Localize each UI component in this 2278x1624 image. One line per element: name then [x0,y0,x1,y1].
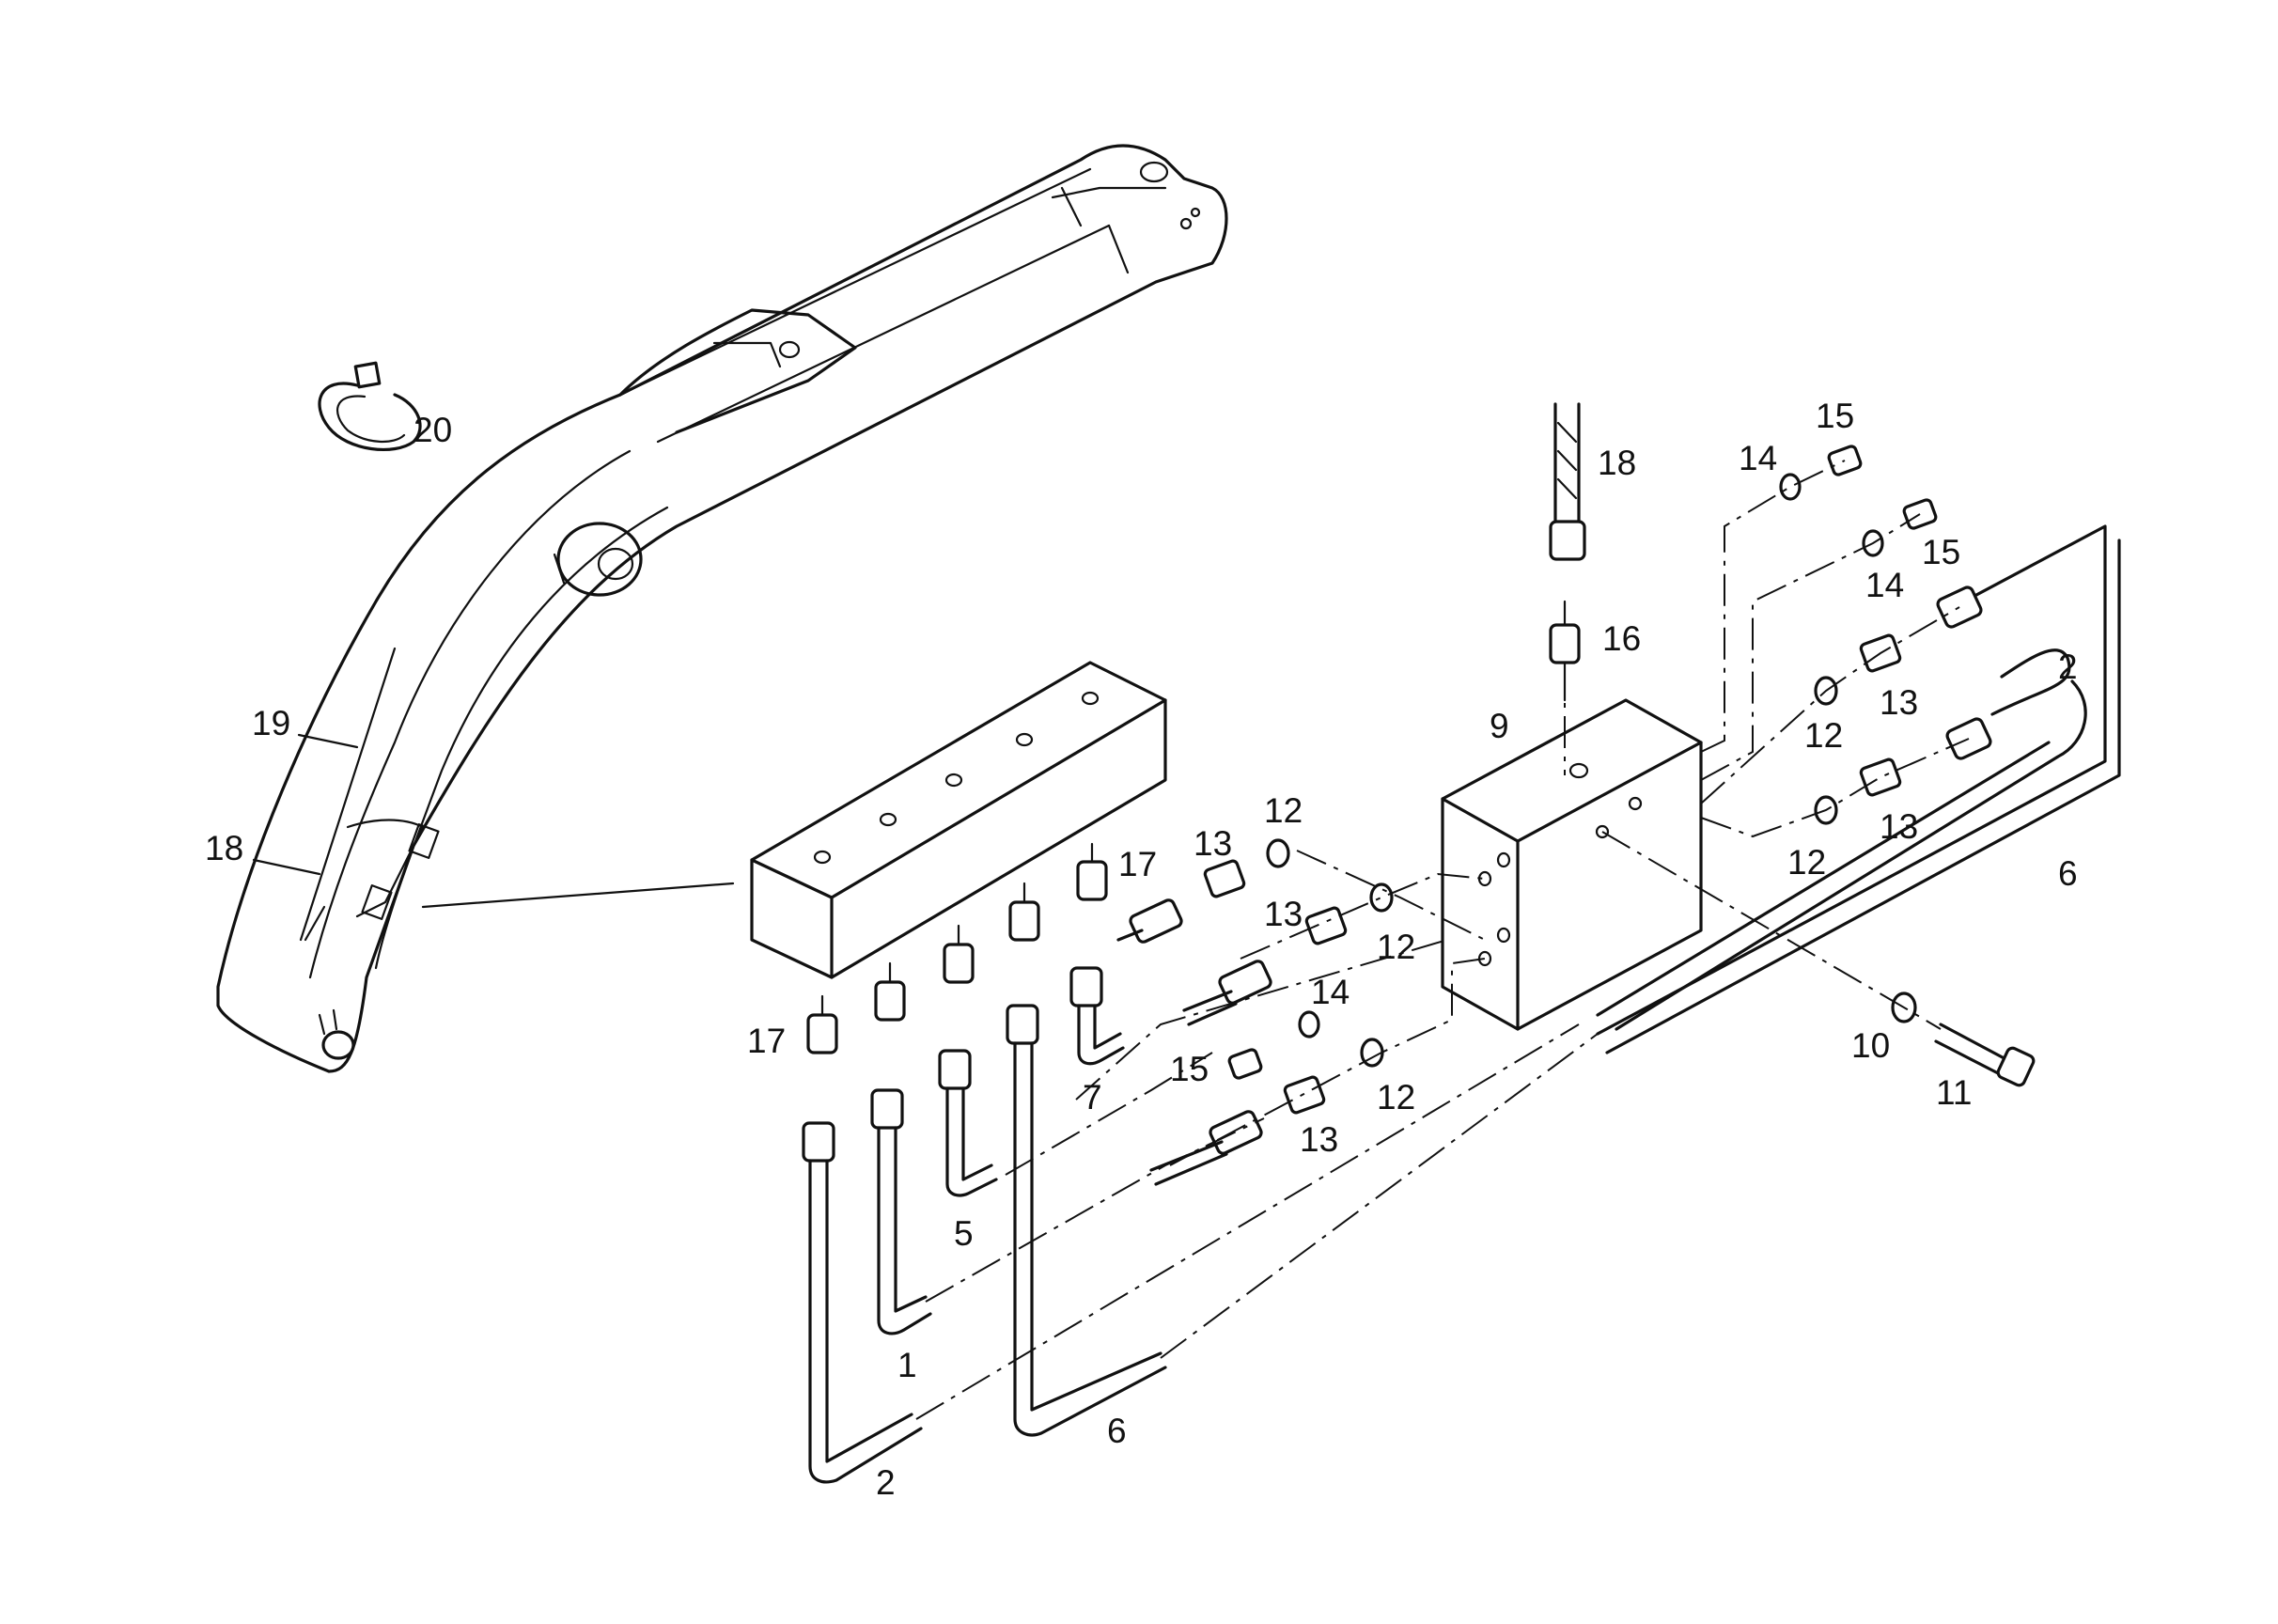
label-19: 19 [252,704,290,742]
label-6-bottom: 6 [1107,1412,1127,1450]
label-14-b: 14 [1865,566,1904,604]
pipes [802,524,2121,1484]
label-2-right: 2 [2058,648,2078,686]
label-12-c: 12 [1377,1078,1415,1116]
label-9: 9 [1490,707,1509,745]
label-7: 7 [1083,1078,1102,1116]
hose-ends [1116,898,1272,1186]
label-14-a: 14 [1739,439,1777,477]
label-5: 5 [954,1214,974,1253]
label-11: 11 [1936,1073,1972,1112]
label-15-a: 15 [1816,397,1854,435]
small-parts [1203,445,2036,1115]
label-20: 20 [413,411,452,449]
label-12-d: 12 [1804,716,1843,755]
label-10: 10 [1851,1026,1890,1065]
label-12-e: 12 [1787,843,1826,882]
label-13-b: 13 [1264,895,1303,933]
label-12-b: 12 [1377,928,1415,966]
label-17-right: 17 [1118,845,1157,883]
label-17-left: 17 [747,1022,786,1060]
label-13-a: 13 [1194,824,1232,863]
label-18-top: 18 [1598,444,1636,482]
label-15-b: 15 [1922,533,1960,571]
hose-clamp [318,361,422,452]
distribution-block [750,661,1167,979]
excavator-arm [216,144,1228,1073]
alignment-lines [915,460,1970,1420]
label-16: 16 [1602,619,1641,658]
label-13-d: 13 [1880,683,1918,722]
label-12-a: 12 [1264,791,1303,830]
label-6-right: 6 [2058,854,2078,893]
label-14-c: 14 [1311,973,1350,1011]
label-15-c: 15 [1170,1050,1209,1088]
fittings-17 [806,842,1108,1054]
label-18-left: 18 [205,829,243,867]
label-1: 1 [897,1346,917,1384]
valve-block [1441,698,1703,1031]
label-2-bottom: 2 [876,1463,896,1502]
top-fittings [1549,402,1586,702]
label-13-e: 13 [1880,807,1918,846]
label-13-c: 13 [1300,1120,1338,1159]
